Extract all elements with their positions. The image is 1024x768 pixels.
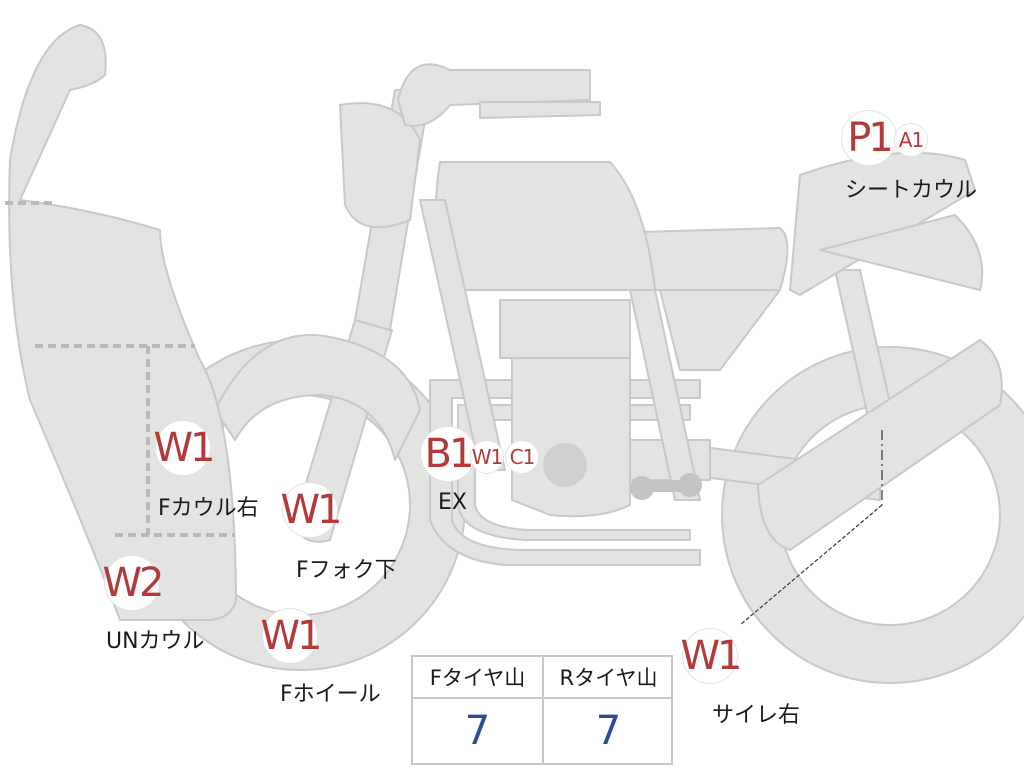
rear-tire-column: Rタイヤ山 7 xyxy=(544,657,673,763)
marker-fork-lower-code: W1 xyxy=(281,482,343,538)
marker-silencer-right-label: サイレ右 xyxy=(712,703,801,728)
marker-under-cowl-code: W2 xyxy=(103,555,165,611)
marker-cowl-right-code: W1 xyxy=(154,420,216,476)
marker-exhaust-c1-code: C1 xyxy=(505,440,539,474)
marker-silencer-right-code: W1 xyxy=(681,628,743,684)
marker-seat-cowl-label: シートカウル xyxy=(845,178,978,203)
marker-fork-lower-label: Fフォク下 xyxy=(296,558,397,583)
front-tire-header: Fタイヤ山 xyxy=(413,657,542,699)
marker-seat-cowl-a1-code: A1 xyxy=(894,123,928,157)
marker-front-wheel-label: Fホイール xyxy=(280,682,381,707)
marker-exhaust-label: EX xyxy=(438,490,467,515)
marker-exhaust-code: B1 xyxy=(420,426,476,482)
marker-front-wheel-code: W1 xyxy=(261,608,323,664)
marker-cowl-right-label: Fカウル右 xyxy=(158,496,259,521)
marker-exhaust-w1-code: W1 xyxy=(470,440,504,474)
rear-tire-header: Rタイヤ山 xyxy=(544,657,673,699)
marker-under-cowl-label: UNカウル xyxy=(106,629,205,654)
tire-tread-table: Fタイヤ山 7 Rタイヤ山 7 xyxy=(411,655,673,765)
front-tire-column: Fタイヤ山 7 xyxy=(413,657,542,763)
table-divider xyxy=(542,657,544,763)
marker-seat-cowl-code: P1 xyxy=(841,110,897,166)
front-tire-value: 7 xyxy=(464,708,491,754)
rear-tire-value: 7 xyxy=(595,708,622,754)
